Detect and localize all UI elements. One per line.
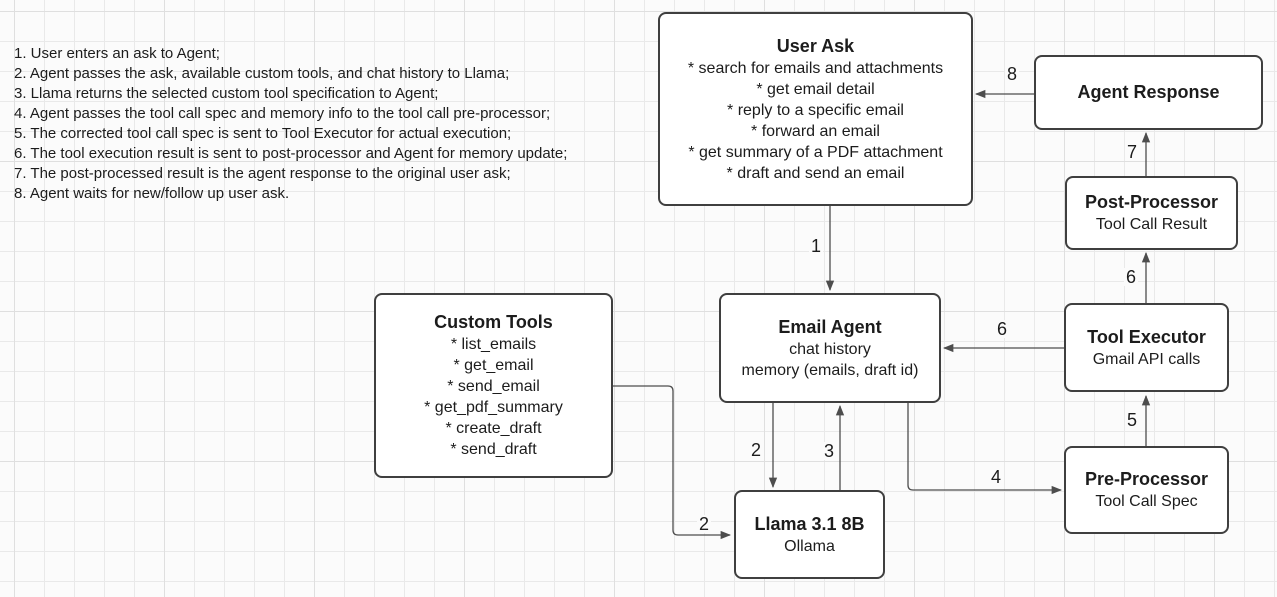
node-pre-processor: Pre-Processor Tool Call Spec [1064, 446, 1229, 534]
node-line: * send_email [447, 378, 540, 395]
node-line: * list_emails [450, 336, 537, 353]
node-user-ask: User Ask * search for emails and attachm… [658, 12, 973, 206]
node-title: Custom Tools [434, 312, 553, 332]
node-llama: Llama 3.1 8B Ollama [734, 490, 885, 579]
node-line: Gmail API calls [1092, 350, 1201, 368]
edge-label-6-memory: 6 [994, 319, 1010, 339]
edge-label-2-agent: 2 [748, 440, 764, 460]
node-line: * get_email [453, 357, 534, 374]
node-line: * get_pdf_summary [424, 399, 563, 416]
step-line-1: 1. User enters an ask to Agent; [14, 45, 220, 62]
node-line: * send_draft [450, 441, 537, 458]
step-line-5: 5. The corrected tool call spec is sent … [14, 125, 512, 142]
node-title: Tool Executor [1087, 326, 1206, 347]
step-line-6: 6. The tool execution result is sent to … [14, 145, 568, 162]
step-line-2: 2. Agent passes the ask, available custo… [14, 65, 510, 82]
edge-label-6-result: 6 [1123, 267, 1139, 287]
node-title: Email Agent [778, 316, 882, 337]
node-tool-executor: Tool Executor Gmail API calls [1064, 303, 1229, 392]
node-line: * forward an email [751, 122, 880, 140]
node-line: Ollama [784, 537, 835, 555]
node-title: Post-Processor [1084, 192, 1219, 212]
node-title: User Ask [776, 35, 855, 56]
node-line: * get summary of a PDF attachment [688, 143, 943, 161]
node-custom-tools: Custom Tools * list_emails * get_email *… [374, 293, 613, 478]
node-line: * search for emails and attachments [687, 59, 944, 77]
node-line: chat history [789, 340, 871, 358]
node-line: Tool Call Result [1095, 216, 1208, 233]
node-title: Llama 3.1 8B [754, 513, 865, 534]
edge-label-4: 4 [988, 467, 1004, 487]
node-email-agent: Email Agent chat history memory (emails,… [719, 293, 941, 403]
node-title: Pre-Processor [1084, 469, 1209, 489]
edge-label-5: 5 [1124, 410, 1140, 430]
edge-2-tools-to-llama [613, 385, 732, 540]
edge-4-agent-to-preprocessor [907, 403, 1063, 495]
step-line-3: 3. Llama returns the selected custom too… [14, 85, 439, 102]
node-post-processor: Post-Processor Tool Call Result [1065, 176, 1238, 250]
step-line-7: 7. The post-processed result is the agen… [14, 165, 511, 182]
node-title: Agent Response [1077, 82, 1220, 102]
node-line: * reply to a specific email [727, 101, 904, 119]
node-line: memory (emails, draft id) [741, 361, 919, 379]
process-steps: 1. User enters an ask to Agent; 2. Agent… [14, 44, 567, 204]
node-line: * draft and send an email [726, 164, 905, 182]
node-line: Tool Call Spec [1095, 493, 1198, 510]
node-line: * create_draft [445, 420, 542, 437]
node-agent-response: Agent Response [1034, 55, 1263, 130]
node-line: * get email detail [756, 80, 875, 98]
step-line-8: 8. Agent waits for new/follow up user as… [14, 185, 290, 202]
edge-label-7: 7 [1124, 142, 1140, 162]
edge-label-3: 3 [821, 441, 837, 461]
step-line-4: 4. Agent passes the tool call spec and m… [14, 105, 551, 122]
edge-label-2-tools: 2 [696, 514, 712, 534]
edge-label-1: 1 [808, 236, 824, 256]
edge-label-8: 8 [1004, 64, 1020, 84]
